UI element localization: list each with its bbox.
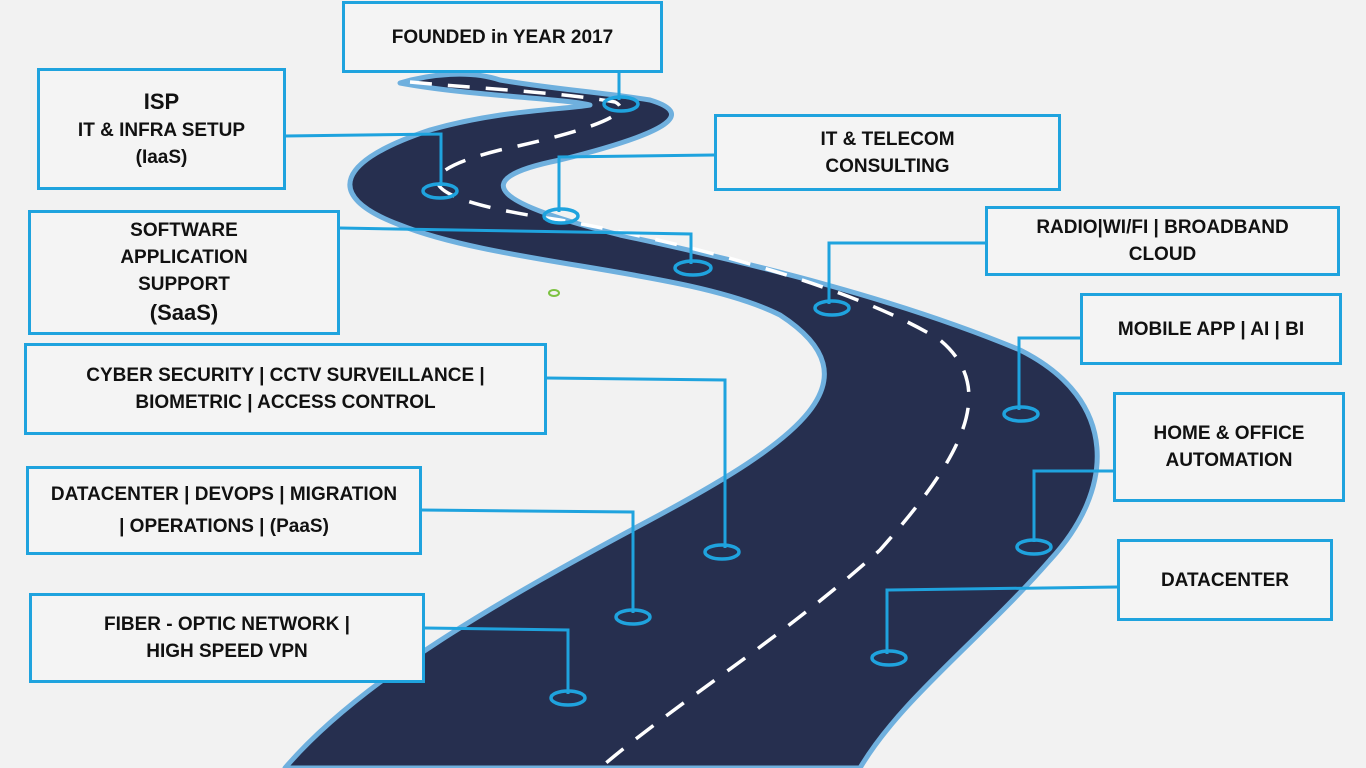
milestone-mobile: MOBILE APP | AI | BI bbox=[1080, 293, 1342, 365]
milestone-automation: HOME & OFFICE AUTOMATION bbox=[1113, 392, 1345, 502]
marker-software bbox=[673, 259, 713, 277]
marker-mobile bbox=[1002, 405, 1040, 423]
road bbox=[282, 71, 1100, 768]
milestone-datacenter-ops-line-1: DATACENTER | DEVOPS | MIGRATION bbox=[50, 484, 398, 505]
lane-marking bbox=[409, 80, 971, 768]
milestone-mobile-line-1: MOBILE APP | AI | BI bbox=[1117, 318, 1305, 340]
milestone-fiber-line-2: HIGH SPEED VPN bbox=[146, 641, 308, 662]
milestone-radio: RADIO|WI/FI | BROADBAND CLOUD bbox=[985, 206, 1340, 276]
milestone-software: SOFTWARE APPLICATION SUPPORT (SaaS) bbox=[28, 210, 340, 335]
marker-founded bbox=[602, 95, 640, 113]
milestone-isp: ISP IT & INFRA SETUP (IaaS) bbox=[37, 68, 286, 190]
milestone-datacenter-ops: DATACENTER | DEVOPS | MIGRATION | OPERAT… bbox=[26, 466, 422, 555]
marker-fiber bbox=[549, 689, 587, 707]
milestone-software-line-1: SOFTWARE bbox=[130, 220, 238, 241]
small-dot bbox=[548, 289, 560, 297]
milestone-isp-line-3: (IaaS) bbox=[135, 147, 188, 168]
marker-cyber bbox=[703, 543, 741, 561]
milestone-datacenter: DATACENTER bbox=[1117, 539, 1333, 621]
marker-radio bbox=[813, 299, 851, 317]
milestone-isp-line-1: ISP bbox=[143, 89, 180, 114]
milestone-consulting-line-1: IT & TELECOM bbox=[820, 128, 955, 150]
milestone-automation-line-2: AUTOMATION bbox=[1165, 450, 1293, 471]
milestone-consulting: IT & TELECOM CONSULTING bbox=[714, 114, 1061, 191]
milestone-cyber: CYBER SECURITY | CCTV SURVEILLANCE | BIO… bbox=[24, 343, 547, 435]
milestone-founded-line-1: FOUNDED in YEAR 2017 bbox=[391, 26, 614, 48]
milestone-automation-line-1: HOME & OFFICE bbox=[1153, 423, 1305, 444]
milestone-datacenter-line-1: DATACENTER bbox=[1160, 569, 1290, 591]
marker-consulting bbox=[542, 207, 580, 225]
milestone-radio-line-1: RADIO|WI/FI | BROADBAND bbox=[1036, 217, 1289, 238]
milestone-datacenter-ops-line-2: | OPERATIONS | (PaaS) bbox=[119, 516, 329, 537]
milestone-consulting-line-2: CONSULTING bbox=[825, 155, 950, 177]
marker-datacenter-ops bbox=[614, 608, 652, 626]
milestone-software-line-3: SUPPORT bbox=[138, 274, 230, 295]
milestone-radio-line-2: CLOUD bbox=[1128, 244, 1197, 265]
milestone-fiber: FIBER - OPTIC NETWORK | HIGH SPEED VPN bbox=[29, 593, 425, 683]
milestone-cyber-line-2: BIOMETRIC | ACCESS CONTROL bbox=[135, 392, 436, 413]
milestone-cyber-line-1: CYBER SECURITY | CCTV SURVEILLANCE | bbox=[86, 365, 485, 386]
milestone-software-line-4: (SaaS) bbox=[149, 300, 219, 325]
marker-isp bbox=[421, 182, 459, 200]
marker-automation bbox=[1015, 538, 1053, 556]
marker-datacenter bbox=[870, 649, 908, 667]
milestone-isp-line-2: IT & INFRA SETUP bbox=[77, 120, 246, 141]
road-markers bbox=[421, 95, 1053, 707]
connectors bbox=[284, 72, 1118, 694]
milestone-founded: FOUNDED in YEAR 2017 bbox=[342, 1, 663, 73]
milestone-software-line-2: APPLICATION bbox=[120, 247, 248, 268]
milestone-fiber-line-1: FIBER - OPTIC NETWORK | bbox=[104, 614, 350, 635]
